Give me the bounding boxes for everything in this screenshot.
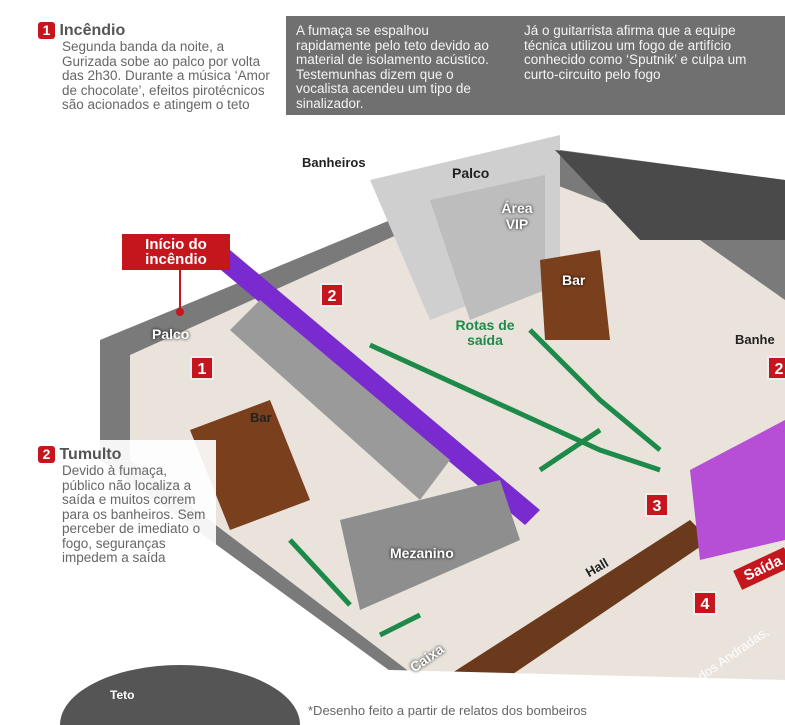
step-title: Incêndio — [59, 22, 126, 39]
label-area-vip: Área VIP — [501, 200, 533, 232]
label-banheiros: Banheiros — [302, 155, 366, 170]
step-text: Segunda banda da noite, a Gurizada sobe … — [62, 39, 270, 112]
marker-3: 3 — [645, 493, 669, 517]
label-bar-vip: Bar — [562, 272, 586, 288]
label-rotas-saida: Rotas de saída — [455, 317, 515, 348]
label-banheiros-2: Banhe — [735, 332, 775, 347]
step-title: Tumulto — [59, 446, 122, 463]
label-bar: Bar — [250, 410, 272, 425]
step-number: 2 — [38, 446, 55, 463]
marker-1: 1 — [190, 356, 214, 380]
info-right: Já o guitarrista afirma que a equipe téc… — [524, 24, 747, 82]
label-palco-main: Palco — [452, 165, 490, 181]
label-teto: Teto — [110, 688, 135, 702]
footnote: *Desenho feito a partir de relatos dos b… — [308, 703, 587, 718]
marker-4: 4 — [693, 591, 717, 615]
step-text: Devido à fumaça, público não localiza a … — [62, 463, 206, 565]
ceiling-photo — [60, 665, 300, 725]
mezzanine-beam — [215, 250, 540, 525]
label-palco: Palco — [152, 326, 190, 342]
step-number: 1 — [38, 22, 55, 39]
marker-2-right: 2 — [767, 356, 785, 380]
step-incendio: 1 Incêndio Segunda banda da noite, a Gur… — [38, 22, 278, 113]
marker-2: 2 — [320, 283, 344, 307]
label-inicio-incendio: Início do incêndio — [122, 234, 230, 270]
info-left: A fumaça se espalhou rapidamente pelo te… — [296, 23, 489, 111]
label-mezanino: Mezanino — [390, 545, 454, 561]
info-box: A fumaça se espalhou rapidamente pelo te… — [286, 16, 785, 115]
step-tumulto: 2 Tumulto Devido à fumaça, público não l… — [30, 440, 216, 570]
